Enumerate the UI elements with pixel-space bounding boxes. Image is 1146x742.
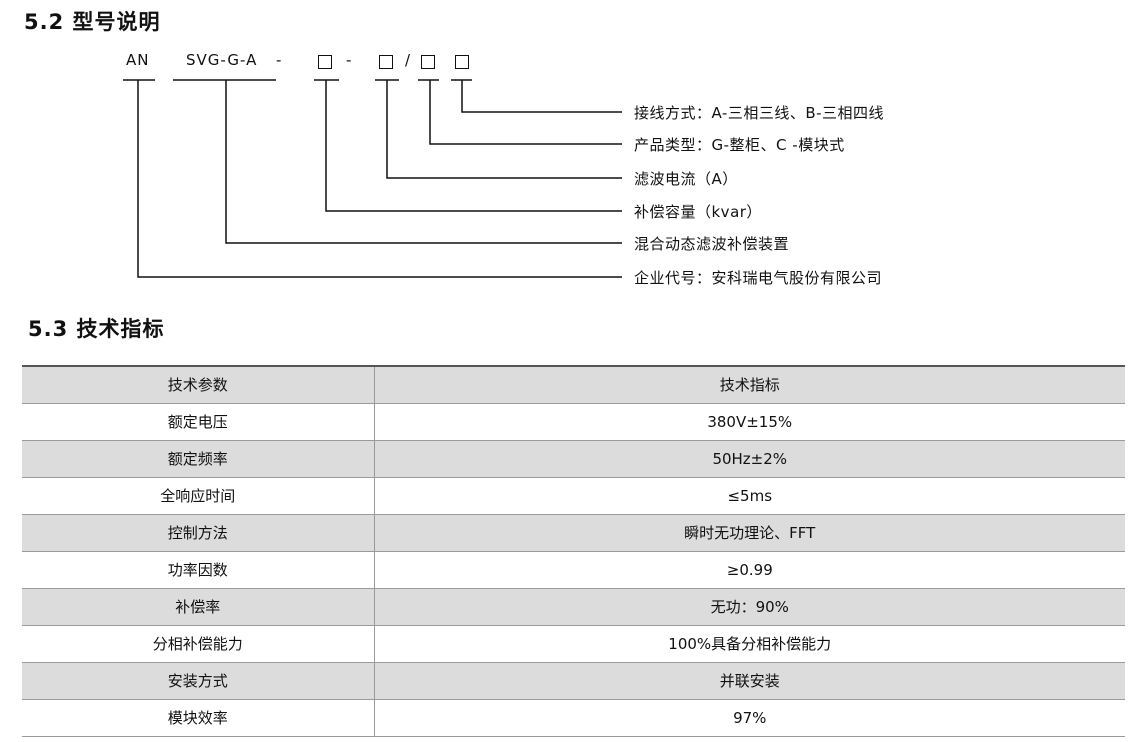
code-series: SVG-G-A <box>186 51 258 69</box>
table-row: 全响应时间 ≤5ms <box>22 477 1125 515</box>
table-row: 模块效率 97% <box>22 699 1125 737</box>
param-cell: 额定电压 <box>22 403 375 441</box>
spec-table: 技术参数 技术指标 额定电压 380V±15% 额定频率 50Hz±2% 全响应… <box>22 365 1125 737</box>
param-cell: 补偿率 <box>22 588 375 626</box>
column-header: 技术参数 <box>22 365 375 404</box>
table-row: 额定电压 380V±15% <box>22 403 1125 441</box>
param-cell: 分相补偿能力 <box>22 625 375 663</box>
desc-filter-current: 滤波电流（A） <box>634 170 738 188</box>
table-row: 额定频率 50Hz±2% <box>22 440 1125 478</box>
code-slash: / <box>405 51 412 69</box>
param-cell: 全响应时间 <box>22 477 375 515</box>
model-code-connector-lines <box>123 79 622 278</box>
code-dash: - <box>276 51 283 69</box>
value-cell: 无功：90% <box>374 588 1125 626</box>
table-header-row: 技术参数 技术指标 <box>22 365 1125 404</box>
value-cell: 50Hz±2% <box>374 440 1125 478</box>
placeholder-box-wiring <box>455 55 469 69</box>
desc-device-name: 混合动态滤波补偿装置 <box>634 235 790 253</box>
param-cell: 安装方式 <box>22 662 375 700</box>
section-title-specs: 5.3 技术指标 <box>28 317 165 341</box>
param-cell: 额定频率 <box>22 440 375 478</box>
column-header: 技术指标 <box>374 365 1125 404</box>
desc-company-code: 企业代号：安科瑞电气股份有限公司 <box>634 269 883 287</box>
desc-wiring-method: 接线方式：A-三相三线、B-三相四线 <box>634 104 885 122</box>
value-cell: 100%具备分相补偿能力 <box>374 625 1125 663</box>
value-cell: 380V±15% <box>374 403 1125 441</box>
desc-compensation-capacity: 补偿容量（kvar） <box>634 203 762 221</box>
param-cell: 模块效率 <box>22 699 375 737</box>
table-row: 安装方式 并联安装 <box>22 662 1125 700</box>
table-row: 补偿率 无功：90% <box>22 588 1125 626</box>
table-row: 分相补偿能力 100%具备分相补偿能力 <box>22 625 1125 663</box>
value-cell: 瞬时无功理论、FFT <box>374 514 1125 552</box>
value-cell: 并联安装 <box>374 662 1125 700</box>
table-row: 控制方法 瞬时无功理论、FFT <box>22 514 1125 552</box>
value-cell: ≤5ms <box>374 477 1125 515</box>
value-cell: 97% <box>374 699 1125 737</box>
code-prefix: AN <box>126 51 150 69</box>
desc-product-type: 产品类型：G-整柜、C -模块式 <box>634 136 845 154</box>
table-row: 功率因数 ≥0.99 <box>22 551 1125 589</box>
param-cell: 功率因数 <box>22 551 375 589</box>
value-cell: ≥0.99 <box>374 551 1125 589</box>
param-cell: 控制方法 <box>22 514 375 552</box>
section-title-model: 5.2 型号说明 <box>24 10 161 34</box>
placeholder-box-current <box>379 55 393 69</box>
placeholder-box-capacity <box>318 55 332 69</box>
placeholder-box-type <box>421 55 435 69</box>
code-dash: - <box>346 51 353 69</box>
